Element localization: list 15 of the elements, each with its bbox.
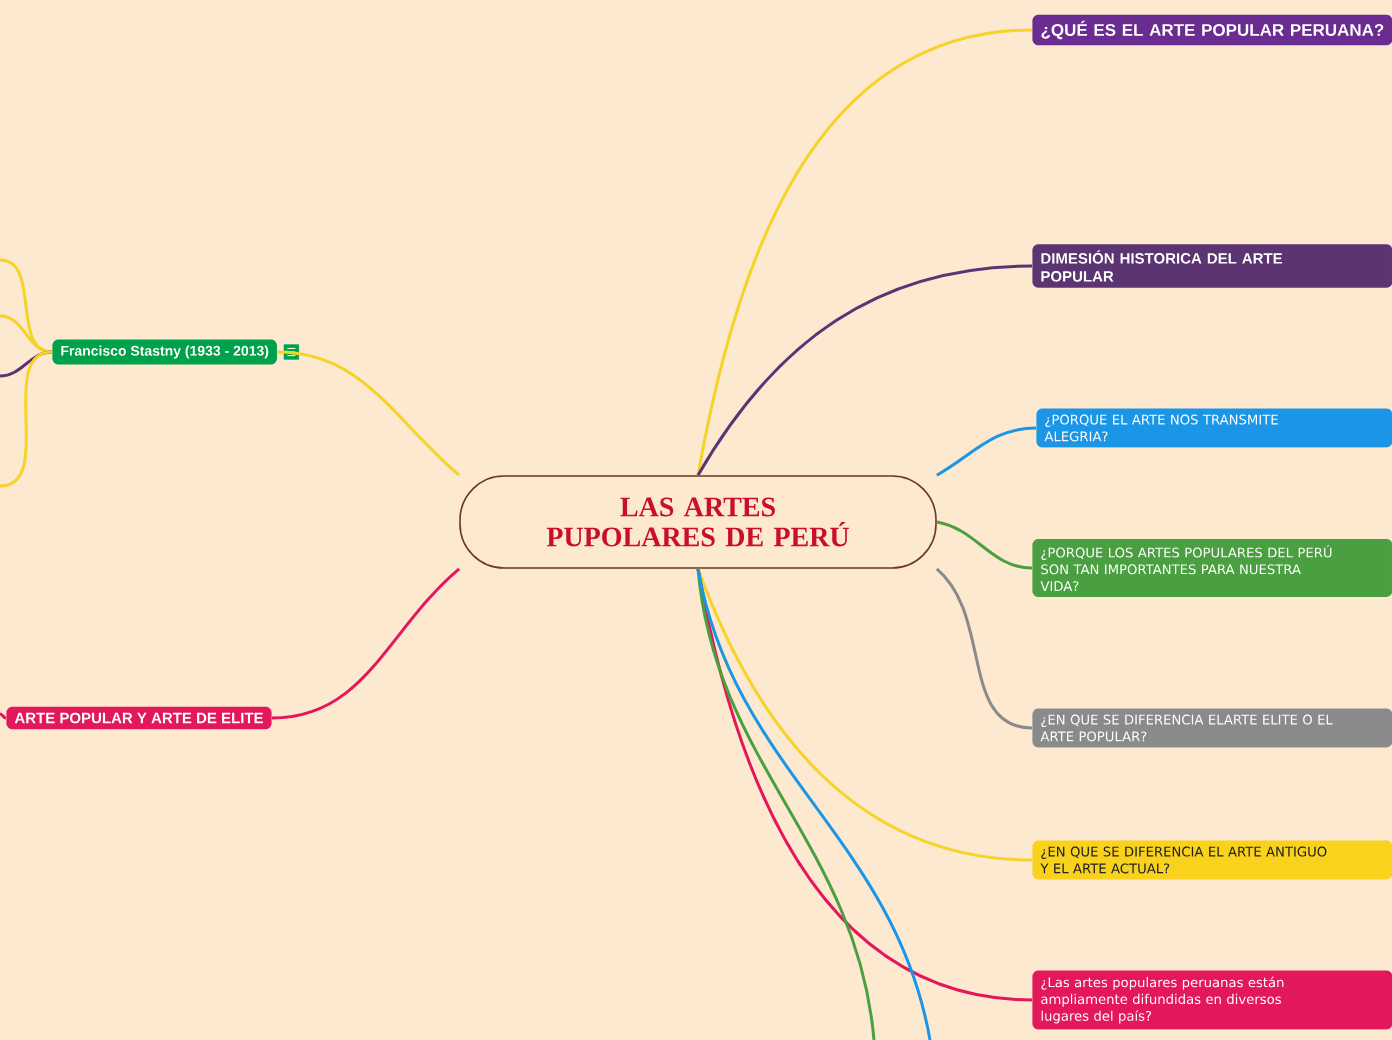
branch-line [696,264,1033,476]
branch-line [936,426,1037,477]
branch-line [935,567,1033,730]
branch-line [696,568,1033,862]
central-topic-box: LAS ARTES PUPOLARES DE PERÚ [459,475,937,569]
branch-line [696,568,876,1040]
branch-line [0,314,53,354]
branch-line [696,568,932,1040]
branch-line [0,350,53,488]
branch-line [936,520,1033,570]
branch-line [0,712,7,720]
branch-line [271,567,461,720]
topic-box: ¿QUÉ ES EL ARTE POPULAR PERUANA? [1032,14,1392,46]
branch-line [696,28,1033,476]
branch-line [277,350,461,477]
